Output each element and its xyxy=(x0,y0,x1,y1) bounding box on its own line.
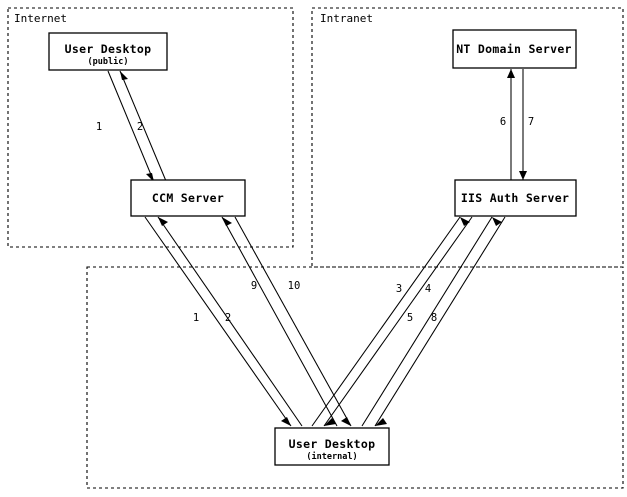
flow-5-line xyxy=(361,216,493,427)
node-user-desktop-internal-subtitle: (internal) xyxy=(306,451,357,462)
node-iis-auth-server[interactable]: IIS Auth Server xyxy=(454,179,577,217)
flow-label-1-public: 1 xyxy=(96,121,102,133)
flow-4-iis-to-internal: 4 xyxy=(323,216,473,427)
flow-4-arrowhead xyxy=(324,418,336,426)
flow-8-line xyxy=(374,216,506,427)
flow-3-line xyxy=(311,216,461,427)
flow-label-9: 9 xyxy=(251,280,257,292)
flow-label-3: 3 xyxy=(396,283,402,295)
node-ccm-server-title: CCM Server xyxy=(152,191,224,205)
flow-8-arrowhead xyxy=(375,418,387,426)
flow-2-line xyxy=(119,70,167,182)
flow-2-internal-to-ccm: 2 xyxy=(157,216,303,427)
flow-label-2-internal: 2 xyxy=(225,312,231,324)
flow-label-7: 7 xyxy=(528,116,534,128)
node-user-desktop-internal-title: User Desktop xyxy=(289,437,376,451)
zone-internet-border xyxy=(7,7,294,248)
node-user-desktop-public[interactable]: User Desktop (public) xyxy=(48,32,168,71)
node-user-desktop-public-subtitle: (public) xyxy=(88,56,129,67)
zone-intranet-label: Intranet xyxy=(320,12,373,25)
node-nt-domain-server-box[interactable] xyxy=(452,29,577,69)
flow-4-line xyxy=(323,216,473,427)
flow-10-ccm-to-internal: 10 xyxy=(234,216,352,427)
zone-internet-label: Internet xyxy=(14,12,67,25)
zone-intranet-border xyxy=(311,7,624,268)
flow-1b-arrowhead xyxy=(281,417,291,426)
zone-internet: Internet xyxy=(7,7,294,248)
flow-2-ccm-to-public: 2 xyxy=(119,70,167,182)
flow-label-6: 6 xyxy=(500,116,506,128)
flow-3-internal-to-iis: 3 xyxy=(311,216,470,427)
flow-3-arrowhead xyxy=(460,217,470,226)
node-user-desktop-public-title: User Desktop xyxy=(65,42,152,56)
flow-7-arrowhead xyxy=(519,171,527,180)
flow-1-public-to-ccm: 1 xyxy=(96,70,155,183)
flow-8-iis-to-internal: 8 xyxy=(374,216,506,427)
flow-label-4: 4 xyxy=(425,283,431,295)
flow-10-arrowhead xyxy=(341,417,351,426)
flow-2b-arrowhead xyxy=(158,217,168,226)
flow-label-5: 5 xyxy=(407,312,413,324)
flow-6-iis-to-nt: 6 xyxy=(500,69,515,180)
flow-6-arrowhead xyxy=(507,69,515,78)
flow-9-internal-to-ccm: 9 xyxy=(221,216,338,427)
flow-label-10: 10 xyxy=(288,280,301,292)
flow-1-ccm-to-internal: 1 xyxy=(144,216,292,427)
flow-5-arrowhead xyxy=(492,217,502,226)
flow-2-arrowhead xyxy=(120,71,128,80)
flow-1b-line xyxy=(144,216,292,427)
node-nt-domain-server[interactable]: NT Domain Server xyxy=(452,29,577,69)
flow-1-line xyxy=(107,70,155,183)
node-iis-auth-server-title: IIS Auth Server xyxy=(461,191,569,205)
node-user-desktop-internal-box[interactable] xyxy=(274,427,390,466)
flow-9-arrowhead xyxy=(222,217,232,226)
flow-label-8: 8 xyxy=(431,312,437,324)
flow-10-line xyxy=(234,216,352,427)
node-user-desktop-internal[interactable]: User Desktop (internal) xyxy=(274,427,390,466)
flow-2b-line xyxy=(157,216,303,427)
flow-7-nt-to-iis: 7 xyxy=(519,69,534,180)
node-ccm-server[interactable]: CCM Server xyxy=(130,179,246,217)
flow-5-internal-to-iis: 5 xyxy=(361,216,502,427)
node-ccm-server-box[interactable] xyxy=(130,179,246,217)
node-nt-domain-server-title: NT Domain Server xyxy=(456,42,572,56)
zone-intranet: Intranet xyxy=(311,7,624,268)
flow-9-line xyxy=(221,216,338,427)
node-user-desktop-public-box[interactable] xyxy=(48,32,168,71)
flow-label-1-internal: 1 xyxy=(193,312,199,324)
node-iis-auth-server-box[interactable] xyxy=(454,179,577,217)
flow-label-2-public: 2 xyxy=(137,121,143,133)
